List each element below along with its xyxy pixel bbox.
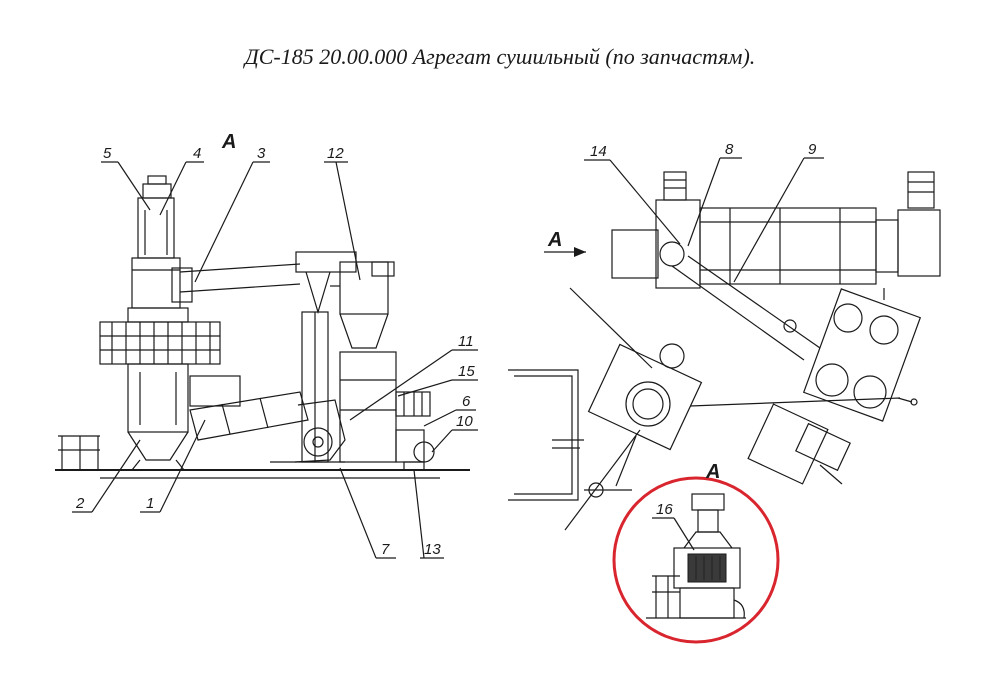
diagonal-duct	[671, 255, 821, 361]
callout-16: 16	[656, 501, 673, 518]
callout-11: 11	[458, 333, 474, 350]
callout-8: 8	[725, 141, 734, 158]
drum-assembly-top	[611, 171, 941, 289]
callout-15: 15	[458, 363, 475, 380]
cyclone-filters	[330, 261, 397, 463]
plan-view: А	[508, 171, 941, 531]
view-label-a-inset: А	[705, 461, 720, 483]
cyclone-pair	[802, 288, 922, 422]
blower-unit	[270, 399, 346, 463]
right-callouts: 14 8 9	[584, 141, 824, 283]
callout-9: 9	[808, 141, 817, 158]
callout-12: 12	[327, 145, 344, 162]
equipment-frame	[395, 391, 435, 471]
callout-4: 4	[193, 145, 201, 162]
callout-2: 2	[75, 495, 85, 512]
left-railing	[58, 435, 100, 470]
view-label-a-arrow: А	[547, 229, 562, 251]
drying-drum	[189, 375, 309, 441]
callout-3: 3	[257, 145, 266, 162]
highlight-circle	[612, 476, 780, 644]
left-callouts: 5 4 3 12 11 15 6 10 2 1	[72, 145, 478, 559]
exhaust-stack	[131, 175, 181, 309]
central-drum	[587, 343, 918, 451]
pipe-valve	[584, 435, 637, 498]
side-elevation-view	[55, 175, 470, 479]
inset-view-a: А 16	[612, 461, 780, 644]
furnace-platform	[99, 307, 221, 365]
callout-1: 1	[146, 495, 154, 512]
callout-5: 5	[103, 145, 112, 162]
callout-7: 7	[381, 541, 390, 558]
callout-6: 6	[462, 393, 471, 410]
callout-14: 14	[590, 143, 607, 160]
callout-13: 13	[424, 541, 441, 558]
hot-gas-duct	[171, 263, 301, 303]
callout-10: 10	[456, 413, 473, 430]
view-label-a-left: А	[221, 131, 236, 153]
left-enclosure	[508, 369, 584, 501]
lower-right-unit	[747, 403, 851, 485]
drawing-title: ДС-185 20.00.000 Агрегат сушильный (по з…	[244, 44, 756, 69]
furnace-body	[127, 363, 189, 471]
